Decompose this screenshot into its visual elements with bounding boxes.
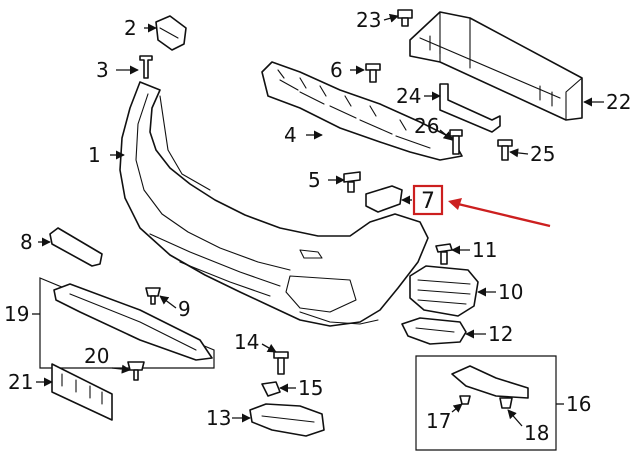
leader-lines <box>32 13 604 427</box>
callout-4: 4 <box>284 123 297 147</box>
callout-labels: 1 2 3 4 5 6 8 9 10 11 12 13 14 15 16 17 … <box>4 8 631 445</box>
part-clip <box>139 55 153 79</box>
part-clip-17 <box>459 395 471 405</box>
callout-17: 17 <box>426 409 451 433</box>
part-bolt-23 <box>397 9 413 27</box>
callout-23: 23 <box>356 8 381 32</box>
part-upper-bracket <box>155 15 187 51</box>
part-fastener-11 <box>435 243 453 265</box>
callout-21: 21 <box>8 370 33 394</box>
callout-9: 9 <box>178 297 191 321</box>
part-trim-12 <box>401 317 467 345</box>
part-pushpin-20 <box>127 361 145 381</box>
part-grille <box>409 265 479 317</box>
part-bolt-6 <box>365 63 381 83</box>
callout-20: 20 <box>84 344 109 368</box>
callout-3: 3 <box>96 58 109 82</box>
callout-13: 13 <box>206 406 231 430</box>
highlight-arrow-head <box>448 198 462 210</box>
callout-5: 5 <box>308 168 321 192</box>
part-license-bracket <box>51 363 113 421</box>
callout-19: 19 <box>4 302 29 326</box>
part-clip-15 <box>261 381 281 397</box>
part-clip-18 <box>499 397 513 409</box>
callout-24: 24 <box>396 84 421 108</box>
callout-1: 1 <box>88 143 101 167</box>
callout-11: 11 <box>472 238 497 262</box>
callout-7: 7 <box>421 189 435 214</box>
part-bolt-25 <box>497 139 513 161</box>
group-16-frame <box>415 355 557 451</box>
callout-18: 18 <box>524 421 549 445</box>
part-energy-absorber <box>261 61 463 161</box>
callout-16: 16 <box>566 392 591 416</box>
part-reinforcement-bar <box>409 11 583 121</box>
highlight-box <box>412 184 444 216</box>
part-bracket <box>439 83 501 133</box>
part-side-bracket <box>451 365 529 399</box>
part-lower-panel <box>53 283 213 361</box>
part-tow-hook-cover <box>365 185 403 213</box>
callout-15: 15 <box>298 376 323 400</box>
callout-22: 22 <box>606 90 631 114</box>
part-bolt-14 <box>273 351 289 375</box>
callout-6: 6 <box>330 58 343 82</box>
highlight-callout-7: 7 <box>412 184 551 228</box>
group-16 <box>415 355 557 451</box>
callout-25: 25 <box>530 142 555 166</box>
part-strip-8 <box>49 227 103 267</box>
part-pushpin-9 <box>145 287 161 305</box>
callout-8: 8 <box>20 230 33 254</box>
highlight-arrow <box>457 202 551 228</box>
callout-12: 12 <box>488 322 513 346</box>
part-bolt-5 <box>343 171 361 193</box>
callout-10: 10 <box>498 280 523 304</box>
group-19 <box>39 277 215 369</box>
callout-2: 2 <box>124 16 137 40</box>
part-stud-26 <box>449 129 463 155</box>
part-bumper-cover <box>119 81 429 327</box>
callout-14: 14 <box>234 330 259 354</box>
callout-26: 26 <box>414 114 439 138</box>
part-lower-trim-13 <box>249 403 325 437</box>
